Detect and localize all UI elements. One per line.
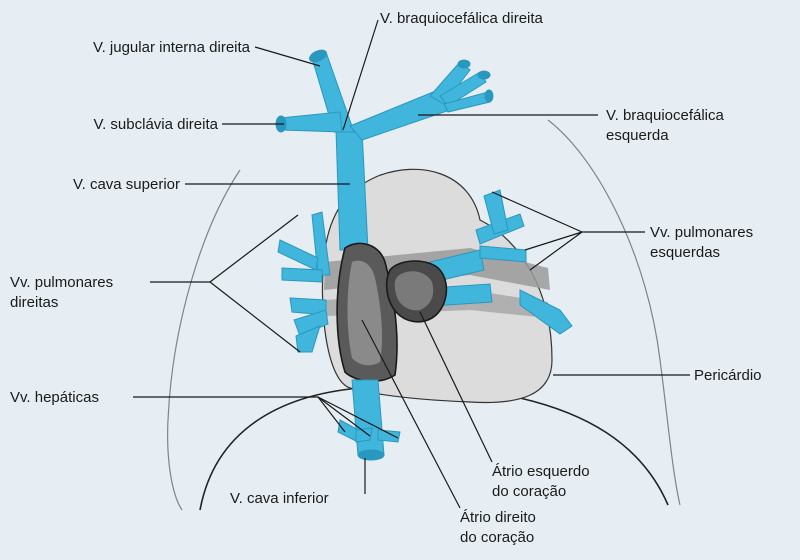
veins-upper	[275, 49, 494, 251]
veins-lower	[337, 379, 401, 461]
label-cava-superior: V. cava superior	[73, 176, 180, 193]
right-pulmonary-veins	[277, 211, 331, 353]
label-pulmonares-esquerdas-line2: esquerdas	[650, 244, 720, 261]
label-atrio-esquerdo-line1: Átrio esquerdo	[492, 463, 590, 480]
label-jugular-interna-direita: V. jugular interna direita	[93, 39, 251, 56]
label-atrio-direito-line2: do coração	[460, 529, 534, 546]
label-pericardio: Pericárdio	[694, 367, 762, 384]
label-pulmonares-direitas-line1: Vv. pulmonares	[10, 274, 113, 291]
label-subclavia-direita: V. subclávia direita	[93, 116, 218, 133]
label-braquiocefalica-esquerda-line2: esquerda	[606, 127, 669, 144]
label-atrio-direito-line1: Átrio direito	[460, 509, 536, 526]
left-atrium-inner	[394, 271, 434, 311]
right-atrium-inner	[347, 260, 383, 366]
label-cava-inferior: V. cava inferior	[230, 490, 329, 507]
label-pulmonares-esquerdas-line1: Vv. pulmonares	[650, 224, 753, 241]
label-pulmonares-direitas-line2: direitas	[10, 294, 58, 311]
label-atrio-esquerdo-line2: do coração	[492, 483, 566, 500]
right-lung-outline	[167, 169, 241, 511]
label-hepaticas: Vv. hepáticas	[10, 389, 99, 406]
labels: V. jugular interna direita V. braquiocef…	[10, 10, 762, 546]
left-lung-outline	[547, 119, 681, 506]
label-braquiocefalica-esquerda-line1: V. braquiocefálica	[606, 107, 725, 124]
leader-lines	[133, 19, 690, 509]
label-braquiocefalica-direita: V. braquiocefálica direita	[380, 10, 544, 27]
